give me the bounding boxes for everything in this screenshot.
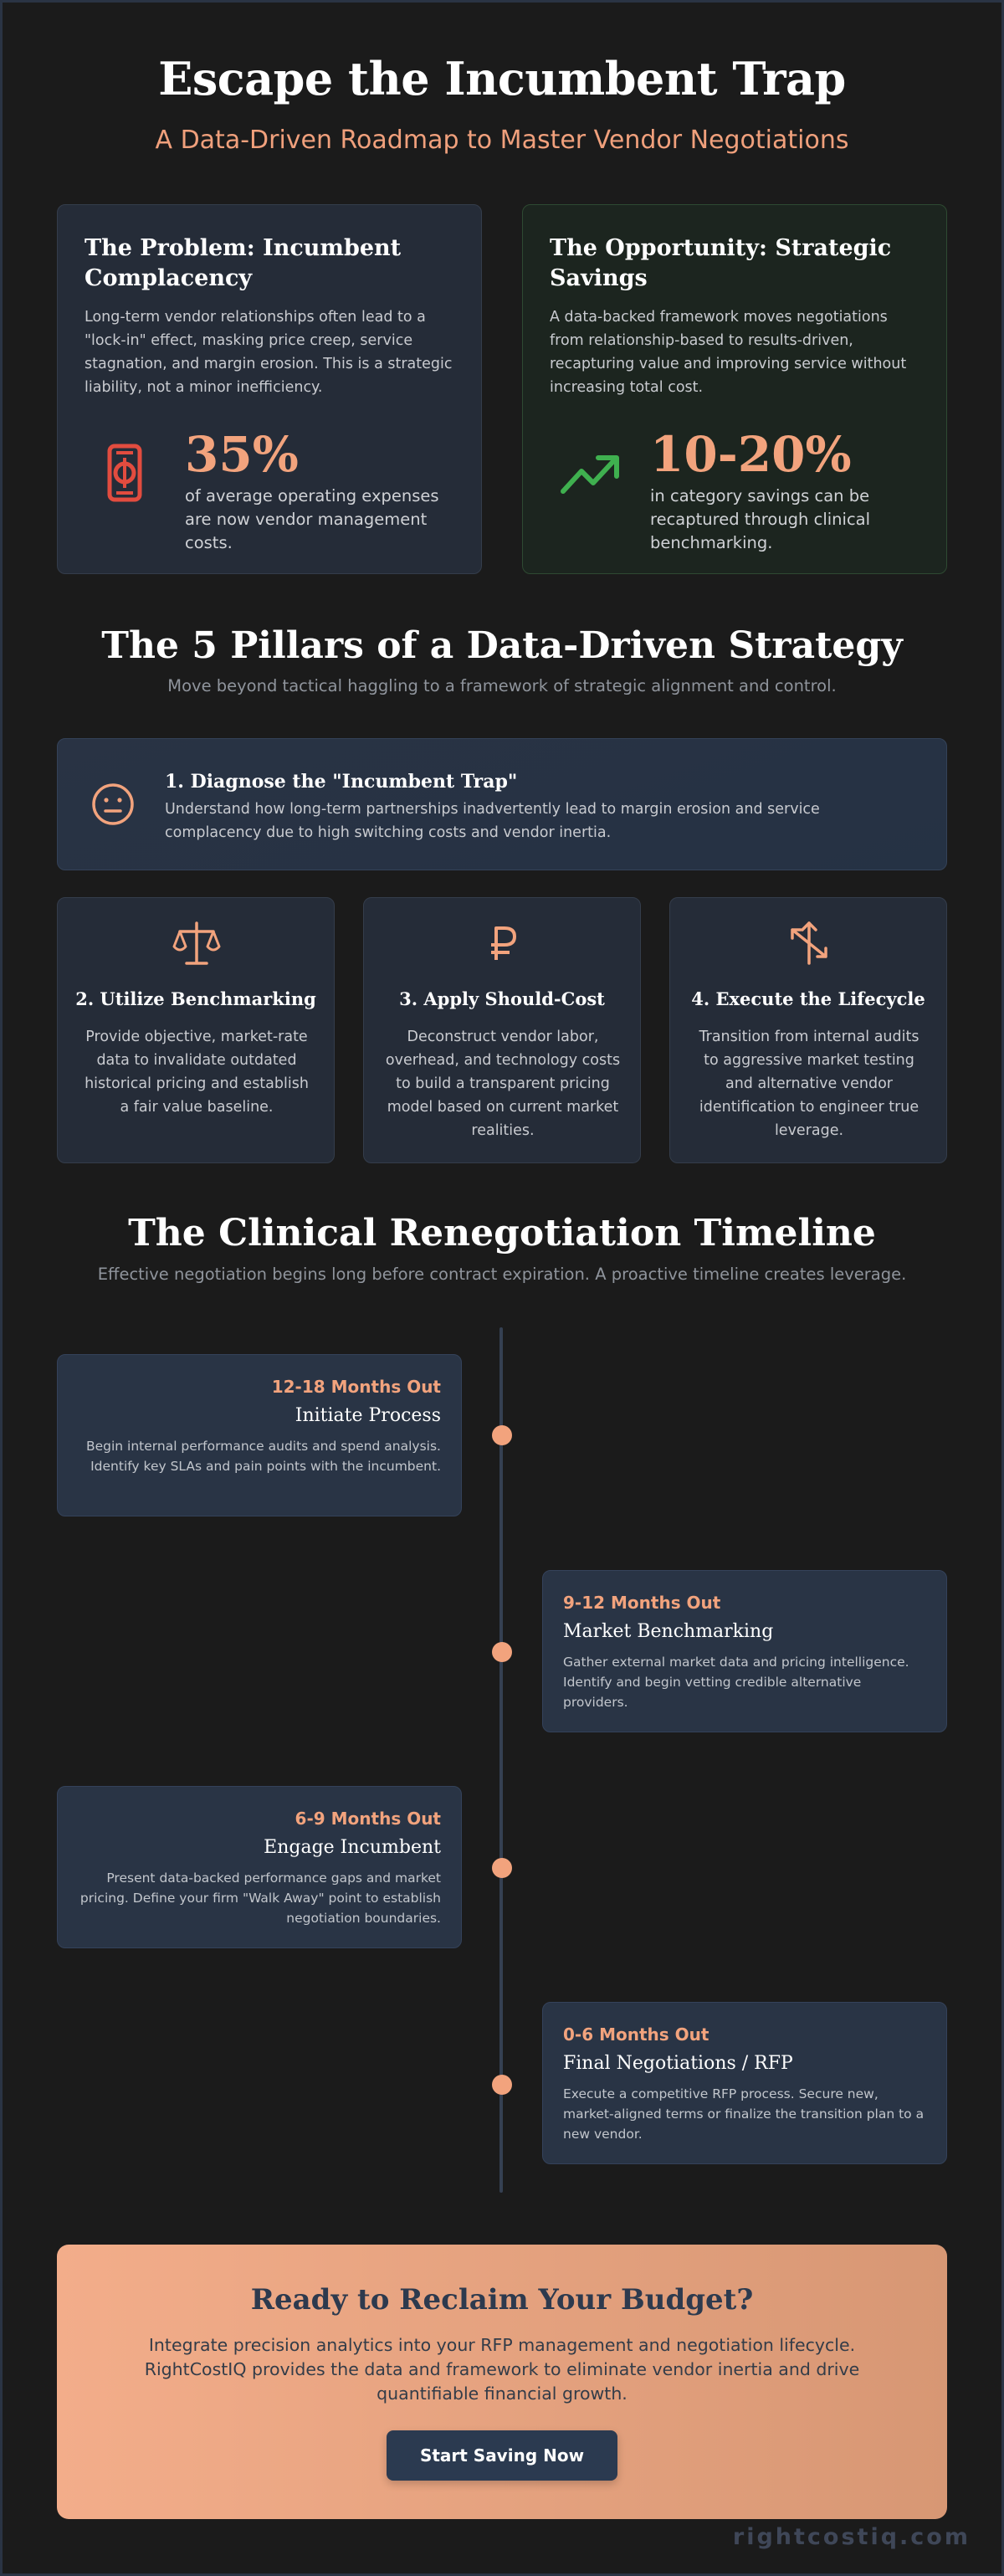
pillar-should-cost-text: Deconstruct vendor labor, overhead, and … [385, 1029, 621, 1139]
brand-watermark: rightcostiq.com [732, 2524, 971, 2550]
problem-card: The Problem: Incumbent Complacency Long-… [57, 204, 482, 574]
timeline-step-details: Present data-backed performance gaps and… [79, 1870, 441, 1926]
timeline-step-details: Begin internal performance audits and sp… [85, 1439, 441, 1474]
opportunity-card: The Opportunity: Strategic Savings A dat… [522, 204, 947, 574]
problem-description: Long-term vendor relationships often lea… [85, 309, 453, 396]
dollar-bill-icon [107, 444, 142, 502]
timeline-step-final: 0-6 Months Out Final Negotiations / RFP … [542, 2002, 947, 2164]
pillar-should-cost-title: 3. Apply Should-Cost [399, 988, 605, 1009]
timeline-step-when: 12-18 Months Out [271, 1377, 441, 1397]
pillar-benchmarking-title: 2. Utilize Benchmarking [75, 988, 316, 1009]
cta-banner: Ready to Reclaim Your Budget? Integrate … [57, 2245, 947, 2519]
opportunity-stat: 10-20% in category savings can be recapt… [523, 429, 946, 555]
pillar-benchmarking: 2. Utilize Benchmarking Provide objectiv… [57, 897, 335, 1163]
timeline-marker [492, 1858, 512, 1878]
pillar-diagnose: 1. Diagnose the "Incumbent Trap" Underst… [57, 738, 947, 870]
pillars-title: The 5 Pillars of a Data-Driven Strategy [101, 624, 903, 667]
pillar-should-cost: 3. Apply Should-Cost Deconstruct vendor … [363, 897, 641, 1163]
timeline-title: The Clinical Renegotiation Timeline [128, 1212, 876, 1255]
timeline-step-title: Engage Incumbent [264, 1837, 441, 1858]
cta-title: Ready to Reclaim Your Budget? [250, 2283, 754, 2317]
timeline-step-details: Execute a competitive RFP process. Secur… [563, 2086, 925, 2142]
opportunity-description: A data-backed framework moves negotiatio… [550, 309, 907, 396]
timeline-marker [492, 1642, 512, 1662]
timeline-step-initiate: 12-18 Months Out Initiate Process Begin … [57, 1354, 462, 1516]
start-saving-button[interactable]: Start Saving Now [387, 2430, 617, 2481]
pillars-subtitle: Move beyond tactical haggling to a frame… [167, 676, 837, 695]
problem-title: The Problem: Incumbent Complacency [85, 235, 402, 291]
timeline-step-title: Final Negotiations / RFP [563, 2053, 793, 2074]
hero-header: Escape the Incumbent Trap A Data-Driven … [0, 52, 1004, 155]
problem-stat-value: 35% [185, 426, 299, 483]
page-subtitle: A Data-Driven Roadmap to Master Vendor N… [155, 126, 849, 155]
timeline-step-engage: 6-9 Months Out Engage Incumbent Present … [57, 1786, 462, 1948]
neutral-face-icon [92, 783, 134, 825]
problem-stat: 35% of average operating expenses are no… [58, 429, 481, 555]
pillar-lifecycle-text: Transition from internal audits to aggre… [699, 1029, 919, 1139]
scale-icon [172, 921, 221, 965]
pillar-lifecycle-title: 4. Execute the Lifecycle [691, 988, 925, 1009]
timeline-step-when: 0-6 Months Out [563, 2024, 709, 2045]
timeline-subtitle: Effective negotiation begins long before… [97, 1265, 907, 1284]
timeline-marker [492, 2075, 512, 2095]
opportunity-stat-text: in category savings can be recaptured th… [650, 486, 871, 552]
timeline-step-when: 6-9 Months Out [295, 1809, 441, 1829]
timeline-step-title: Initiate Process [295, 1405, 441, 1426]
trending-up-icon [561, 455, 619, 494]
pillar-diagnose-title: 1. Diagnose the "Incumbent Trap" [165, 771, 518, 793]
pillar-benchmarking-text: Provide objective, market-rate data to i… [85, 1029, 309, 1116]
timeline-step-title: Market Benchmarking [563, 1621, 774, 1642]
opportunity-stat-value: 10-20% [650, 426, 852, 483]
split-arrows-icon [791, 921, 827, 965]
ruble-icon [491, 926, 516, 960]
pillar-lifecycle: 4. Execute the Lifecycle Transition from… [669, 897, 947, 1163]
timeline-marker [492, 1425, 512, 1445]
timeline-step-when: 9-12 Months Out [563, 1593, 721, 1613]
opportunity-title: The Opportunity: Strategic Savings [550, 235, 892, 291]
problem-stat-text: of average operating expenses are now ve… [185, 486, 439, 552]
page-title: Escape the Incumbent Trap [158, 52, 846, 105]
timeline-step-details: Gather external market data and pricing … [563, 1655, 909, 1710]
pillar-diagnose-text: Understand how long-term partnerships in… [165, 801, 820, 841]
timeline-step-benchmarking: 9-12 Months Out Market Benchmarking Gath… [542, 1570, 947, 1732]
timeline-line [499, 1327, 503, 2193]
cta-text: Integrate precision analytics into your … [144, 2335, 860, 2404]
